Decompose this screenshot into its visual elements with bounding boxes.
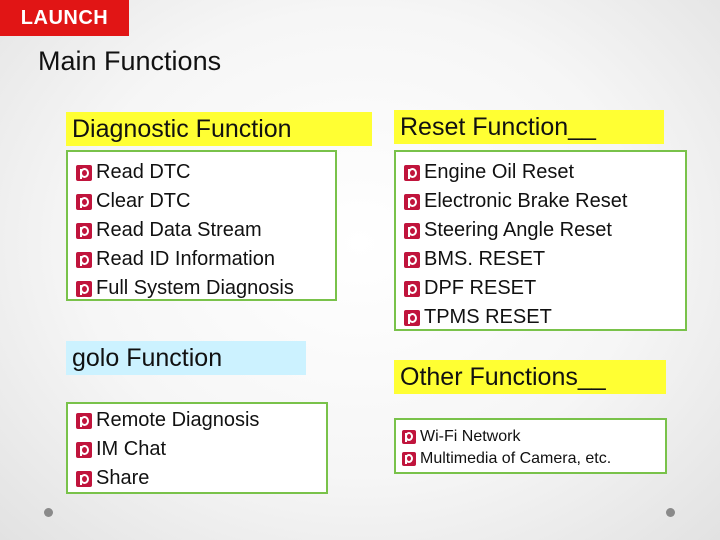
bullet-icon [76, 193, 92, 210]
list-item: Steering Angle Reset [404, 216, 685, 245]
other-list-box: Wi-Fi Network Multimedia of Camera, etc. [394, 418, 667, 474]
item-label: IM Chat [96, 438, 167, 460]
item-label: Engine Oil Reset [424, 161, 575, 183]
bullet-icon [76, 222, 92, 239]
bullet-icon [404, 164, 420, 181]
decorative-dot-icon [666, 508, 675, 517]
bullet-icon [402, 452, 416, 466]
item-label: Clear DTC [96, 190, 191, 212]
list-item: Remote Diagnosis [76, 406, 326, 435]
item-label: Read DTC [96, 161, 191, 183]
list-item: Multimedia of Camera, etc. [402, 448, 665, 470]
list-item: Read ID Information [76, 245, 335, 274]
bullet-icon [404, 251, 420, 268]
list-item: Wi-Fi Network [402, 426, 665, 448]
launch-logo: LAUNCH [0, 0, 129, 36]
list-item: TPMS RESET [404, 303, 685, 332]
list-item: Electronic Brake Reset [404, 187, 685, 216]
golo-list-box: Remote Diagnosis IM Chat Share [66, 402, 328, 494]
reset-list-box: Engine Oil Reset Electronic Brake Reset … [394, 150, 687, 331]
bullet-icon [404, 309, 420, 326]
item-label: DPF RESET [424, 277, 537, 299]
bullet-icon [404, 222, 420, 239]
item-label: BMS. RESET [424, 248, 546, 270]
list-item: Clear DTC [76, 187, 335, 216]
decorative-dot-icon [44, 508, 53, 517]
bullet-icon [76, 164, 92, 181]
bullet-icon [76, 441, 92, 458]
bullet-icon [76, 280, 92, 297]
list-item: Share [76, 464, 326, 493]
list-item: IM Chat [76, 435, 326, 464]
golo-heading: golo Function [66, 341, 306, 375]
list-item: Full System Diagnosis [76, 274, 335, 303]
bullet-icon [76, 412, 92, 429]
list-item: DPF RESET [404, 274, 685, 303]
item-label: Read Data Stream [96, 219, 262, 241]
item-label: Electronic Brake Reset [424, 190, 628, 212]
item-label: Multimedia of Camera, etc. [420, 450, 612, 467]
list-item: Read Data Stream [76, 216, 335, 245]
item-label: Wi-Fi Network [420, 428, 521, 445]
reset-heading: Reset Function__ [394, 110, 664, 144]
bullet-icon [76, 470, 92, 487]
other-heading: Other Functions__ [394, 360, 666, 394]
diagnostic-list-box: Read DTC Clear DTC Read Data Stream Read… [66, 150, 337, 301]
bullet-icon [404, 193, 420, 210]
bullet-icon [402, 430, 416, 444]
page-title: Main Functions [38, 46, 222, 76]
list-item: Engine Oil Reset [404, 158, 685, 187]
item-label: Read ID Information [96, 248, 275, 270]
list-item: BMS. RESET [404, 245, 685, 274]
item-label: Remote Diagnosis [96, 409, 260, 431]
bullet-icon [76, 251, 92, 268]
bullet-icon [404, 280, 420, 297]
diagnostic-heading: Diagnostic Function [66, 112, 372, 146]
list-item: Read DTC [76, 158, 335, 187]
item-label: TPMS RESET [424, 306, 552, 328]
item-label: Steering Angle Reset [424, 219, 612, 241]
item-label: Share [96, 467, 150, 489]
item-label: Full System Diagnosis [96, 277, 294, 299]
